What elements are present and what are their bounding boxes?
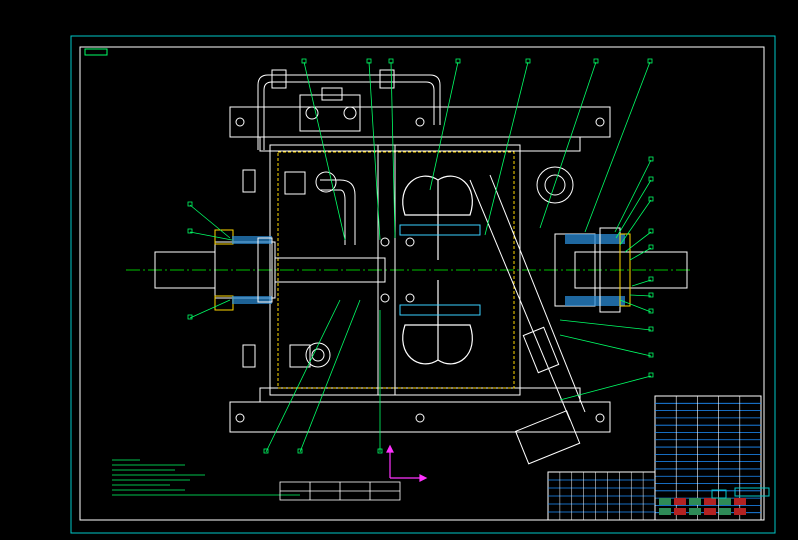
callout-box — [263, 448, 269, 454]
callout-box — [377, 448, 383, 454]
leader-line — [189, 231, 233, 241]
title-block-cell — [734, 508, 746, 515]
callout-box — [366, 58, 372, 64]
title-block-cell — [689, 508, 701, 515]
callout-box — [648, 176, 654, 182]
outer-frame — [70, 35, 776, 534]
callout-box — [648, 352, 654, 358]
title-block-cell — [659, 498, 671, 505]
ucs-axis-icon — [386, 444, 428, 482]
leader-line — [303, 61, 346, 241]
title-block-cell — [719, 508, 731, 515]
callout-box — [525, 58, 531, 64]
torus-upper — [402, 175, 473, 260]
callout-box — [648, 156, 654, 162]
scoop-tube-actuator — [469, 166, 586, 465]
leader-line — [189, 204, 231, 239]
callout-box — [648, 244, 654, 250]
callout-box — [593, 58, 599, 64]
callout-box — [648, 276, 654, 282]
callout-leaders — [187, 58, 654, 454]
title-block-cell — [689, 498, 701, 505]
leader-line — [390, 61, 396, 239]
leader-line — [614, 159, 652, 233]
leader-line — [631, 279, 652, 287]
title-block-cell — [704, 508, 716, 515]
title-block-cell — [704, 498, 716, 505]
runner-disk — [399, 224, 481, 316]
leader-line — [584, 61, 651, 233]
callout-box — [648, 372, 654, 378]
leader-line — [559, 319, 652, 331]
leader-line — [629, 294, 652, 297]
title-block — [654, 395, 770, 521]
top-base-plate — [229, 106, 611, 152]
title-block-cell — [659, 508, 671, 515]
bolts — [235, 117, 605, 423]
leader-line — [559, 375, 652, 401]
scale-box — [711, 489, 727, 499]
leader-line — [629, 247, 652, 261]
title-block-cell — [719, 498, 731, 505]
callout-box — [388, 58, 394, 64]
leader-line — [539, 61, 597, 229]
leader-line — [619, 299, 652, 313]
leader-line — [624, 231, 652, 253]
leader-line — [429, 61, 459, 191]
callout-box — [648, 196, 654, 202]
drawing-id-box — [734, 487, 770, 497]
title-block-frame — [654, 395, 762, 521]
callout-box — [187, 228, 193, 234]
callout-box — [301, 58, 307, 64]
callout-box — [647, 58, 653, 64]
inner-frame — [79, 46, 765, 521]
callout-box — [455, 58, 461, 64]
parameter-table — [279, 481, 401, 501]
callout-box — [648, 292, 654, 298]
drawing-number-box — [84, 48, 108, 56]
callout-box — [187, 201, 193, 207]
callout-box — [648, 308, 654, 314]
leader-line — [299, 299, 361, 453]
oil-pipe-left — [242, 169, 356, 368]
leader-line — [265, 299, 341, 453]
leader-line — [559, 334, 652, 357]
title-block-cell — [674, 508, 686, 515]
leader-line — [619, 199, 652, 246]
leader-line — [189, 299, 231, 319]
housing — [269, 144, 521, 396]
callout-box — [648, 326, 654, 332]
callout-box — [187, 314, 193, 320]
technical-notes — [112, 459, 300, 496]
right-bearing-seat — [565, 227, 631, 313]
title-block-cell — [734, 498, 746, 505]
leader-line — [484, 61, 529, 236]
parts-list — [547, 471, 656, 521]
callout-box — [297, 448, 303, 454]
cooling-pipe-top — [257, 69, 441, 150]
callout-box — [648, 228, 654, 234]
leader-line — [615, 179, 652, 239]
title-block-cell — [674, 498, 686, 505]
torus-lower — [402, 280, 473, 365]
leader-line — [368, 61, 381, 241]
